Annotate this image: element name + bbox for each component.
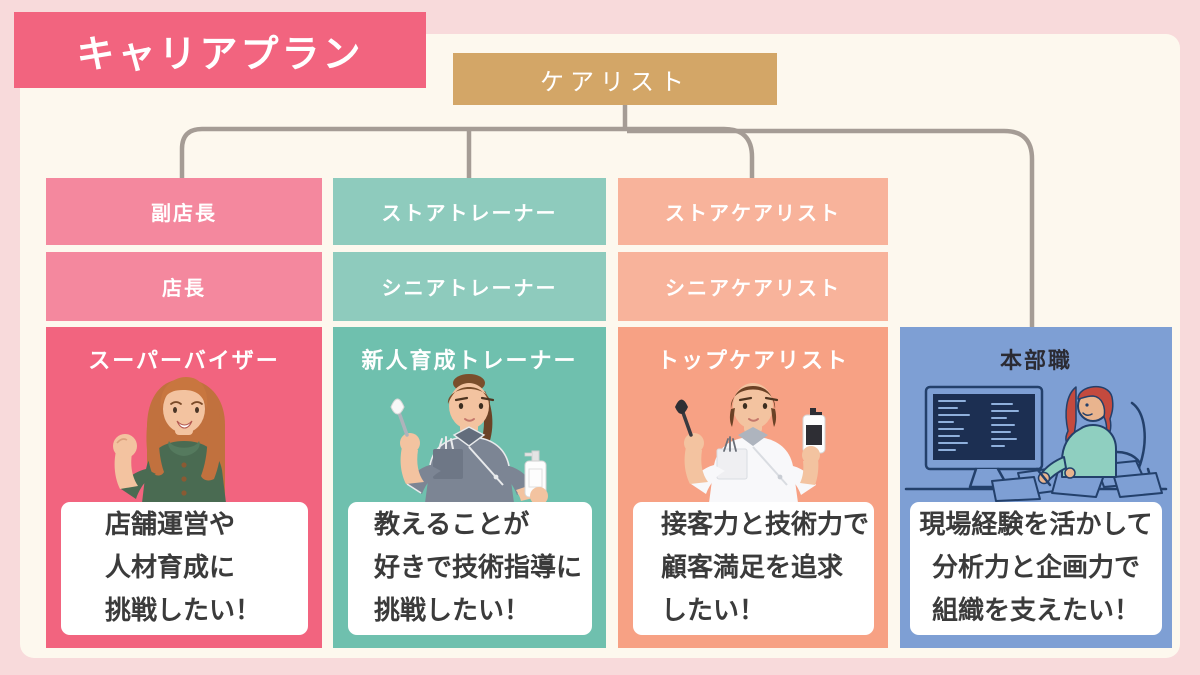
message-card: 現場経験を活かして 分析力と企画力で 組織を支えたい！ [910, 502, 1162, 635]
step-label: シニアケアリスト [665, 276, 841, 300]
step-label: 店長 [162, 276, 206, 300]
root-node-label: ケアリスト [540, 67, 690, 96]
career-column-training-trainer: 新人育成トレーナー [333, 327, 606, 648]
root-node-carelist: ケアリスト [453, 53, 777, 105]
message-line: 組織を支えたい！ [931, 596, 1140, 626]
message-line: 人材育成に [105, 553, 236, 583]
message-card: 接客力と技術力で 顧客満足を追求 したい！ [633, 502, 874, 635]
step-box-store-manager: 店長 [46, 252, 322, 321]
office-analyst-illustration [900, 373, 1172, 503]
career-column-headquarters: 本部職 [900, 327, 1172, 648]
message-line: 挑戦したい！ [105, 596, 262, 626]
column-title: トップケアリスト [656, 349, 849, 374]
page-title: キャリアプラン [14, 12, 426, 88]
step-box-assistant-manager: 副店長 [46, 178, 322, 245]
message-line: 分析力と企画力で [931, 553, 1140, 583]
column-title: 新人育成トレーナー [361, 349, 578, 374]
right-branch-line [627, 128, 1035, 330]
page-title-label: キャリアプラン [76, 31, 364, 76]
message-line: したい！ [661, 596, 766, 626]
message-line: 教えることが [374, 510, 530, 540]
step-label: ストアトレーナー [381, 201, 558, 225]
gray-uniform-esthetician-illustration [333, 373, 606, 503]
message-card: 教えることが 好きで技術指導に 挑戦したい！ [348, 502, 592, 635]
message-line: 挑戦したい！ [374, 596, 531, 626]
message-line: 好きで技術指導に [374, 553, 583, 583]
message-line: 現場経験を活かして [919, 510, 1153, 540]
step-label: ストアケアリスト [665, 201, 841, 225]
career-column-supervisor: スーパーバイザー 店舗運営や 人材育成に 挑戦したい！ [46, 327, 322, 648]
step-label: 副店長 [151, 201, 217, 225]
step-box-store-carelist: ストアケアリスト [618, 178, 888, 245]
message-line: 接客力と技術力で [661, 510, 870, 540]
message-card: 店舗運営や 人材育成に 挑戦したい！ [61, 502, 308, 635]
career-column-top-carelist: トップケアリスト [618, 327, 888, 648]
message-line: 顧客満足を追求 [661, 553, 844, 583]
column-title: 本部職 [999, 349, 1072, 374]
message-line: 店舗運営や [105, 510, 236, 540]
step-box-senior-trainer: シニアトレーナー [333, 252, 606, 321]
column-title: スーパーバイザー [88, 349, 280, 374]
white-uniform-esthetician-illustration [618, 373, 888, 503]
step-box-store-trainer: ストアトレーナー [333, 178, 606, 245]
cheering-woman-illustration [46, 373, 322, 503]
step-box-senior-carelist: シニアケアリスト [618, 252, 888, 321]
left-branch-line [179, 126, 755, 178]
step-label: シニアトレーナー [381, 276, 558, 300]
